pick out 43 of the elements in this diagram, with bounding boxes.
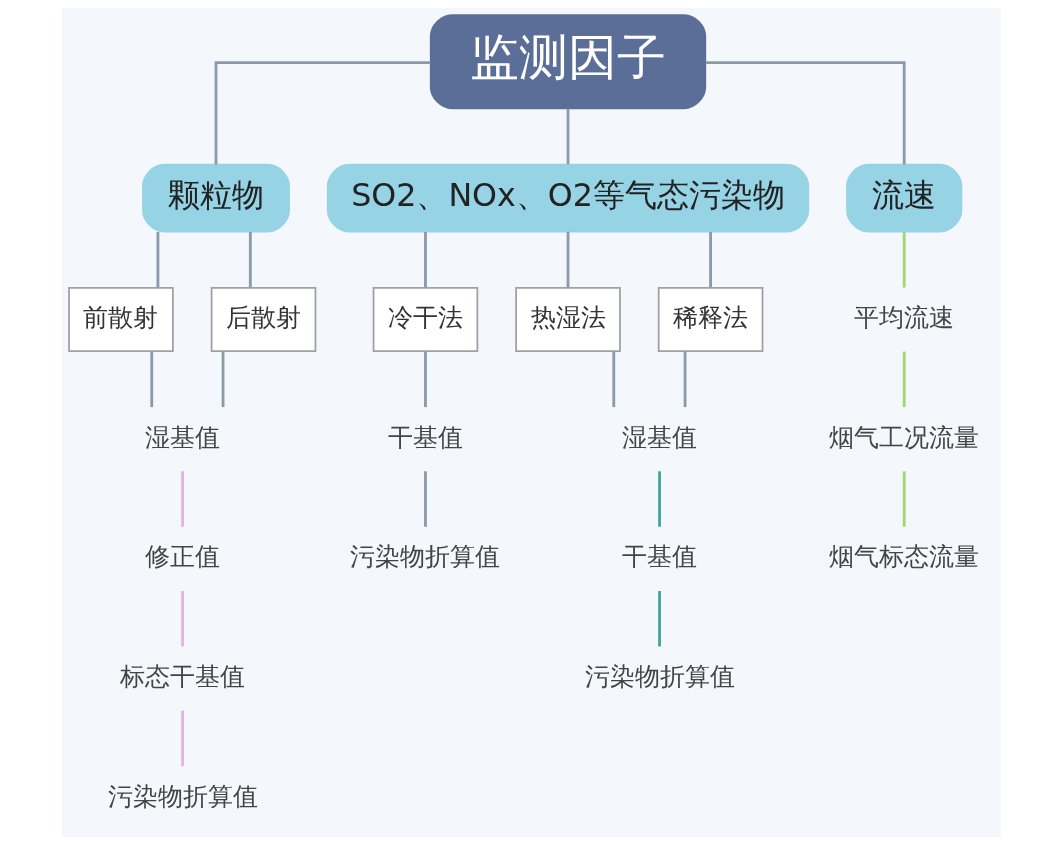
node-text: 干基值 [387, 422, 463, 452]
connector [902, 231, 906, 288]
connector [248, 231, 252, 288]
node-text: 污染物折算值 [107, 781, 258, 811]
connector [658, 471, 661, 527]
node-text: 烟气工况流量 [829, 422, 980, 452]
node-text: 污染物折算值 [584, 662, 735, 692]
node-text: 烟气标态流量 [829, 542, 980, 572]
connector [156, 231, 160, 288]
connector [705, 61, 906, 165]
connector [566, 108, 570, 164]
node-text: 湿基值 [145, 422, 221, 452]
connector [709, 231, 712, 288]
node-box: 稀释法 [657, 286, 764, 353]
connector [181, 710, 184, 767]
node-text: 湿基值 [622, 422, 698, 452]
node-text: 干基值 [622, 542, 698, 572]
connector [612, 351, 616, 408]
connector [181, 471, 184, 527]
node-text: 标态干基值 [120, 662, 246, 692]
node-box: 流速 [846, 163, 963, 233]
connector [902, 471, 906, 527]
connector [658, 590, 661, 647]
node-text: 污染物折算值 [350, 542, 501, 572]
node-box: 颗粒物 [142, 163, 290, 233]
connector [424, 231, 427, 288]
connector [683, 351, 687, 408]
node-box: 监测因子 [429, 14, 707, 110]
connector [902, 351, 906, 408]
node-box: 后散射 [210, 286, 317, 353]
connector [566, 231, 570, 288]
node-box: 冷干法 [372, 286, 479, 353]
connector [214, 61, 431, 165]
node-text: 平均流速 [854, 303, 955, 333]
node-box: 热湿法 [515, 286, 621, 353]
node-box: SO2、NOx、O2等气态污染物 [326, 163, 810, 233]
connector [221, 351, 225, 408]
connector [424, 351, 427, 408]
connector [424, 471, 427, 527]
connector [181, 590, 184, 647]
node-box: 前散射 [68, 286, 174, 353]
node-text: 修正值 [145, 542, 221, 572]
connector [150, 351, 154, 408]
